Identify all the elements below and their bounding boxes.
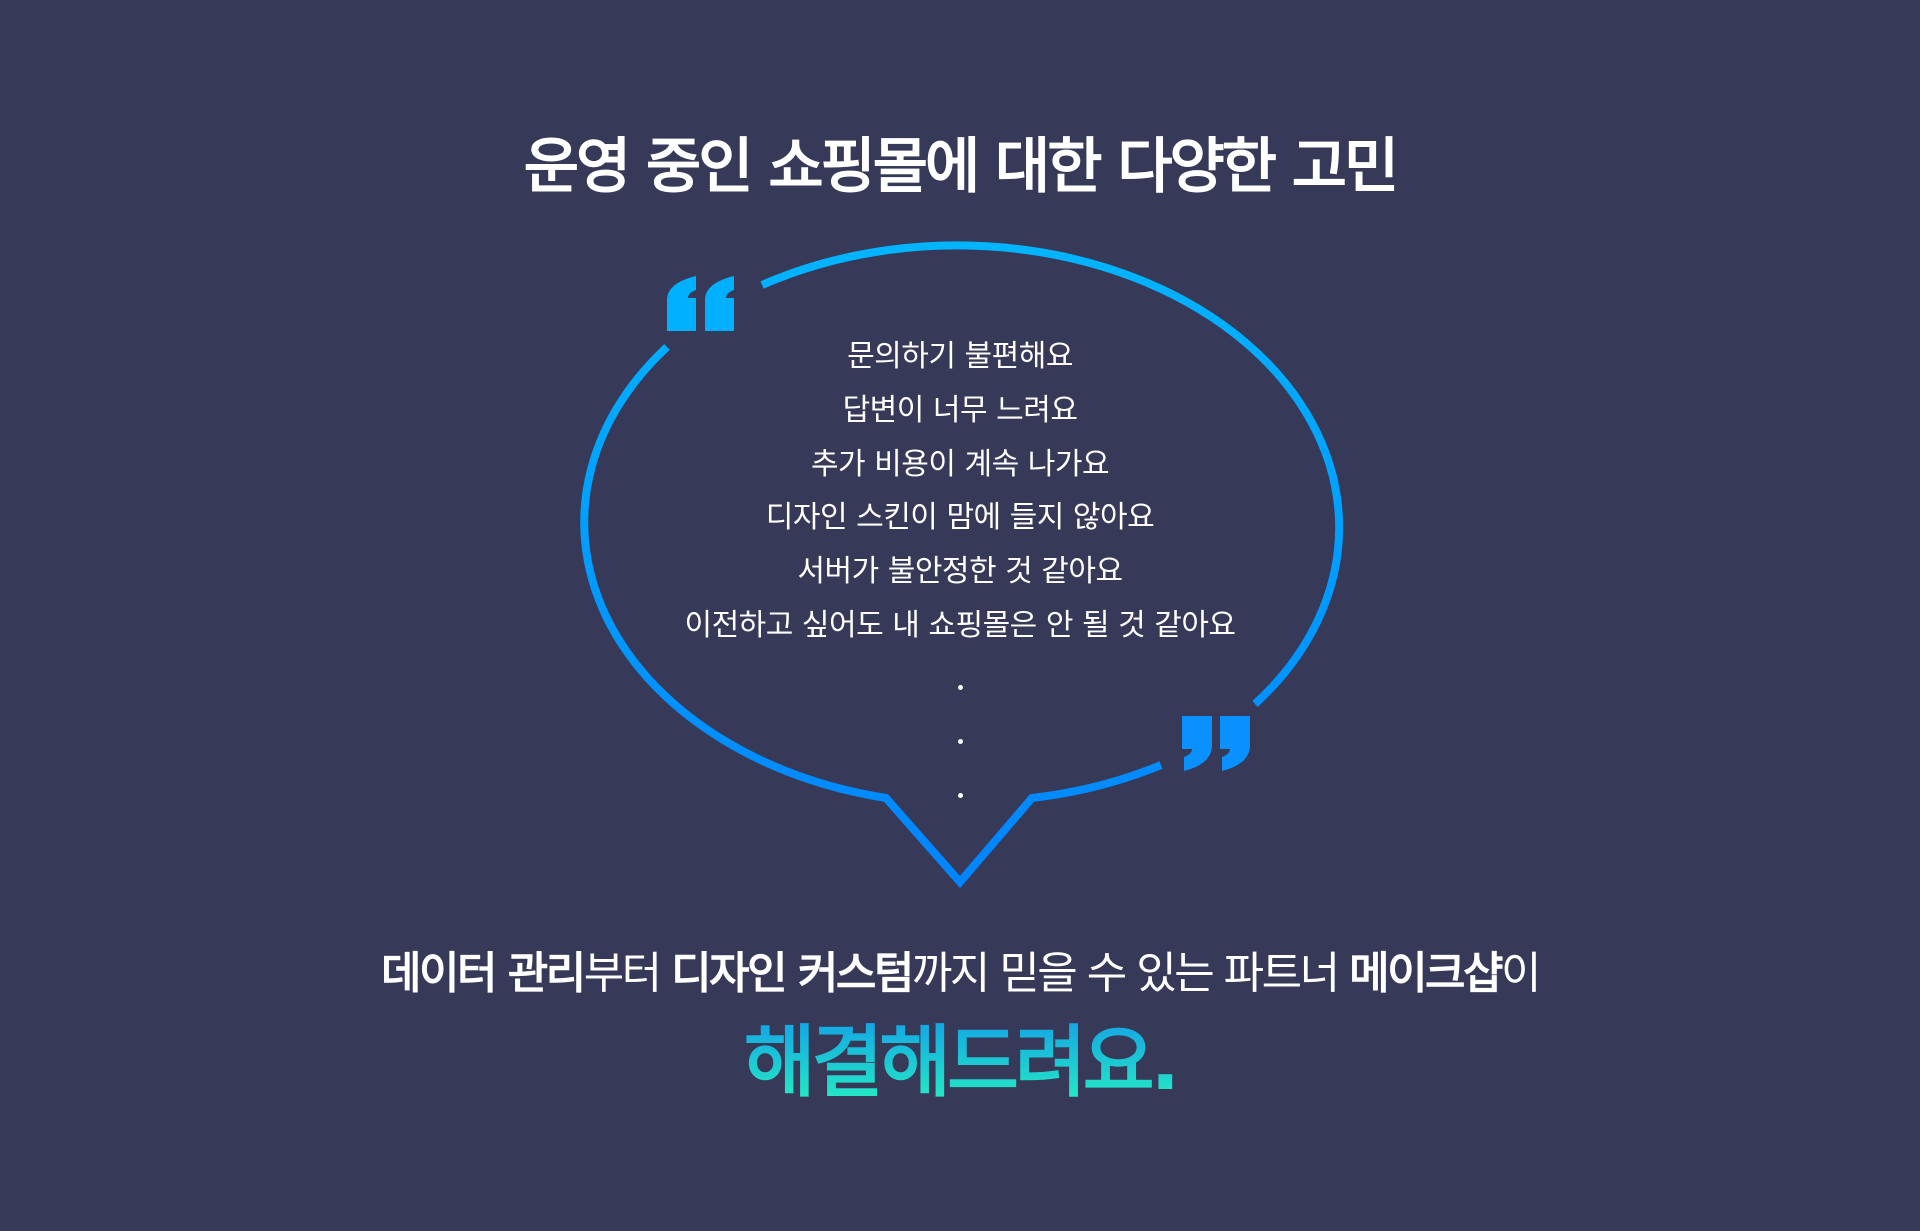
ellipsis-dot [958, 793, 963, 798]
concern-item: 이전하고 싶어도 내 쇼핑몰은 안 될 것 같아요 [684, 607, 1236, 643]
highlight-design-custom: 디자인 커스텀 [671, 948, 914, 999]
subline-text: 이 [1501, 948, 1541, 999]
open-quote-icon [667, 276, 734, 331]
subline-text: 까지 믿을 수 있는 파트너 [911, 948, 1350, 999]
close-quote-icon [1182, 716, 1250, 771]
headline-text: 해결해드려요. [743, 1018, 1180, 1108]
ellipsis-dot [958, 685, 963, 690]
headline: 해결해드려요. [0, 1000, 1920, 1112]
bubble-outline [580, 241, 1344, 889]
concern-item: 서버가 불안정한 것 같아요 [797, 554, 1123, 590]
concern-item: 디자인 스킨이 맘에 들지 않아요 [765, 500, 1155, 536]
subline-text: 부터 [583, 948, 672, 999]
highlight-brand: 메이크샵 [1349, 948, 1503, 999]
concern-item: 추가 비용이 계속 나가요 [810, 446, 1110, 482]
concern-list: 문의하기 불편해요 답변이 너무 느려요 추가 비용이 계속 나가요 디자인 스… [560, 330, 1360, 653]
page-title: 운영 중인 쇼핑몰에 대한 다양한 고민 [523, 132, 1399, 202]
subheadline: 데이터 관리부터 디자인 커스텀까지 믿을 수 있는 파트너 메이크샵이 [0, 937, 1920, 1001]
concern-item: 답변이 너무 느려요 [842, 392, 1078, 428]
ellipsis-dot [958, 739, 963, 744]
highlight-data-management: 데이터 관리 [380, 948, 586, 999]
concern-item: 문의하기 불편해요 [847, 339, 1073, 374]
